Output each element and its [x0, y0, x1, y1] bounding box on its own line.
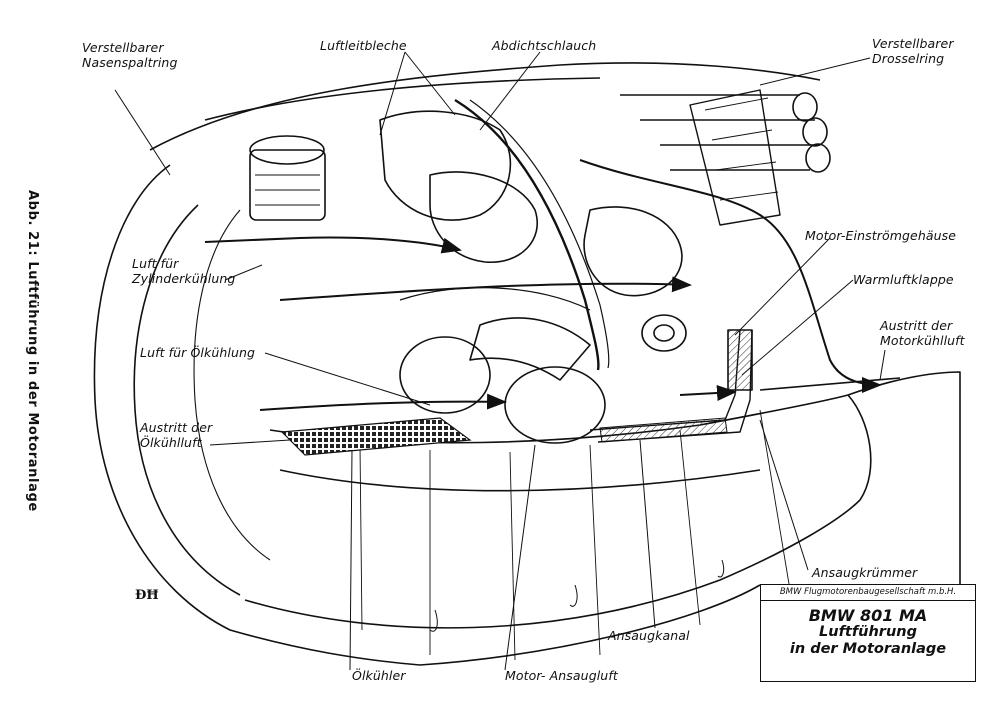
title-block-line3: in der Motoranlage [789, 641, 947, 657]
label-austritt-motorkuehlluft: Austritt der Motorkühlluft [880, 318, 965, 348]
oil-cooler-block [280, 417, 728, 456]
leader-lines [114, 51, 886, 671]
label-ansaugkanal: Ansaugkanal [608, 628, 690, 643]
title-block-line1: BMW 801 MA [808, 606, 928, 625]
figure-caption-text: Abb. 21: Luftführung in der Motoranlage [25, 190, 40, 512]
draughtsman-monogram: ÐĦ [135, 588, 159, 603]
label-luft-zylinderkuehlung: Luft für Zylinderkühlung [132, 256, 236, 286]
label-luftleitbleche: Luftleitbleche [320, 38, 407, 53]
label-luft-oelkuehlung: Luft für Ölkühlung [140, 345, 256, 360]
figure-caption: Abb. 21: Luftführung in der Motoranlage [16, 190, 40, 550]
title-block-line2: Luftführung [819, 624, 917, 640]
label-verstellbarer-drosselring: Verstellbarer Drosselring [872, 36, 954, 66]
label-verstellbarer-nasenspaltring: Verstellbarer Nasenspaltring [82, 40, 178, 70]
nose-ring-outline [93, 164, 421, 666]
airflow-arrows [204, 159, 882, 411]
label-warmluftklappe: Warmluftklappe [853, 272, 954, 287]
label-motor-ansaugluft: Motor- Ansaugluft [505, 668, 618, 683]
label-oelkuehler: Ölkühler [352, 668, 406, 683]
label-motor-einstroemgehaeuse: Motor-Einströmgehäuse [805, 228, 957, 243]
label-ansaugkruemmer: Ansaugkrümmer [812, 565, 918, 580]
title-block: BMW Flugmotorenbaugesellschaft m.b.H. BM… [760, 584, 976, 682]
title-block-company: BMW Flugmotorenbaugesellschaft m.b.H. [761, 585, 975, 601]
label-austritt-oelkuehlluft: Austritt der Ölkühlluft [140, 420, 213, 450]
label-abdichtschlauch: Abdichtschlauch [492, 38, 597, 53]
